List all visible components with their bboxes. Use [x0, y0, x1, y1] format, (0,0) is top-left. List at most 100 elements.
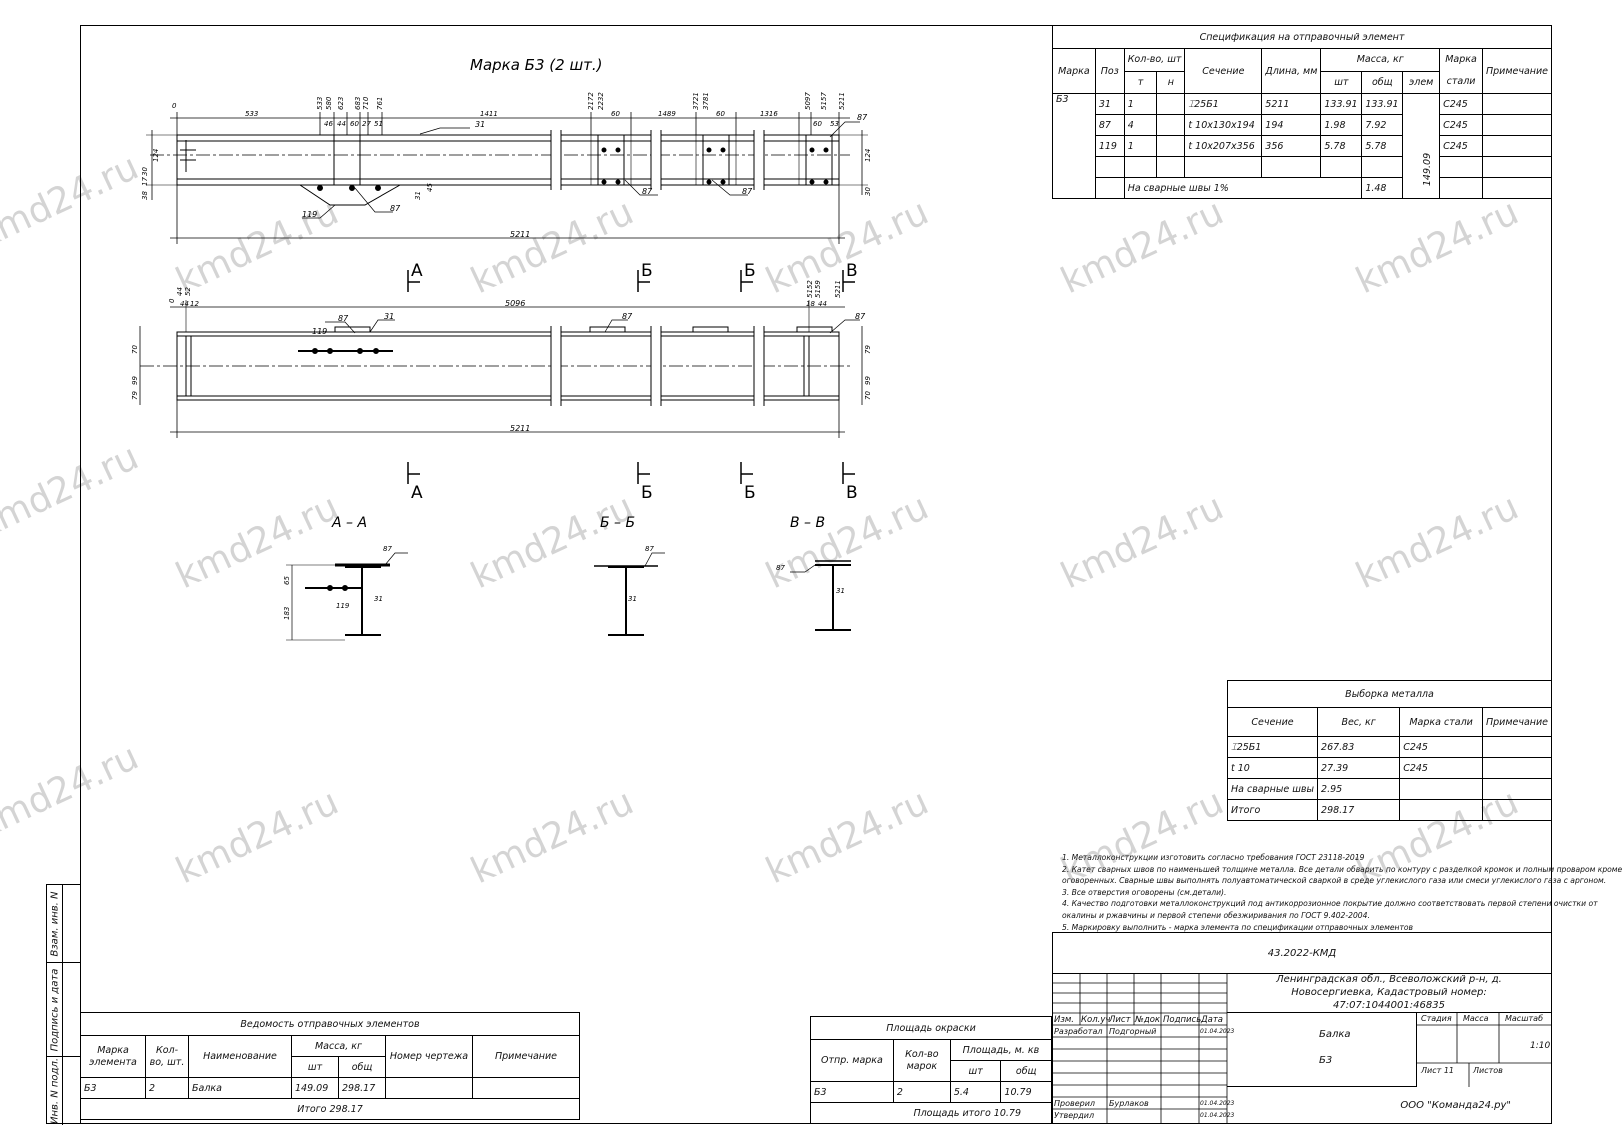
top-dim: 5097	[804, 92, 812, 110]
project-code: 43.2022-КМД	[1053, 933, 1551, 974]
top-dim: 60	[813, 120, 822, 128]
shipping-total: Итого 298.17	[80, 1098, 580, 1120]
title-block: 43.2022-КМД Изм. Кол.уч Лист №док Подпис…	[1052, 932, 1552, 1124]
paint-caption: Площадь окраски	[810, 1016, 1052, 1040]
top-dim: 2232	[597, 92, 605, 110]
plan-dim: 70	[864, 391, 872, 400]
plan-dim: 0	[168, 298, 176, 303]
pos-beam-label: 31	[384, 312, 394, 321]
stamp-scale: 1:10	[1530, 1041, 1551, 1051]
drawing-frame	[80, 25, 1552, 1124]
pos-rib-label: 87	[622, 312, 633, 321]
dim-total-length: 5211	[510, 230, 530, 239]
top-dim: 683	[354, 97, 362, 110]
beam-elevation	[176, 134, 840, 186]
left-dim: 38	[141, 191, 149, 200]
stamp-sheet: Лист 11	[1421, 1066, 1454, 1075]
top-dim: 46	[324, 120, 333, 128]
top-dim: 1411	[480, 110, 498, 118]
top-dim: 761	[376, 97, 384, 110]
note-line: 1. Металлоконструкции изготовить согласн…	[1062, 853, 1365, 862]
left-dim: 30	[864, 187, 872, 196]
plan-dim: 44	[176, 287, 184, 296]
pos-rib-label: 87	[383, 545, 392, 553]
top-dim: 1489	[658, 110, 676, 118]
pos-plate-label: 119	[312, 327, 327, 336]
section-dim: 183	[283, 607, 291, 620]
top-dim: 5157	[820, 92, 828, 110]
drawing-name-cell: Балка Б3	[1227, 1013, 1417, 1087]
section-title-bb: Б – Б	[600, 515, 635, 531]
left-dim: 31	[414, 191, 422, 200]
spec-h-length: Длина, мм	[1261, 48, 1322, 94]
spec-h-sht: шт	[1320, 70, 1363, 94]
top-dim: 710	[362, 96, 370, 110]
top-dim: 580	[325, 96, 333, 110]
general-notes: 1. Металлоконструкции изготовить согласн…	[1062, 852, 1622, 933]
note-line: оговоренных. Сварные швы выполнять полуа…	[1062, 876, 1607, 886]
spec-h-pos: Поз	[1094, 48, 1125, 94]
paint-table: Площадь окраски Отпр. марка Кол-во марок…	[810, 1016, 1053, 1124]
spec-h-section: Сечение	[1184, 48, 1263, 94]
plan-dim: 44	[180, 300, 189, 308]
spec-h-mass: Масса, кг	[1320, 48, 1441, 72]
top-dim: 51	[374, 120, 383, 128]
top-dim: 60	[716, 110, 725, 118]
spec-h-elem: элем	[1402, 70, 1441, 94]
pos-rib-label: 87	[338, 314, 349, 323]
section-mark-b: Б	[641, 261, 653, 281]
stamp-grid	[1053, 973, 1228, 1123]
dim-total-length-plan: 5211	[510, 424, 530, 433]
stamp-checker-name: Бурлаков	[1109, 1099, 1149, 1108]
spec-caption: Спецификация на отправочный элемент	[1052, 25, 1552, 49]
paint-total: Площадь итого 10.79	[810, 1102, 1052, 1124]
pos-rib-label: 87	[776, 564, 785, 572]
section-mark-b: Б	[744, 483, 756, 503]
section-dim: 65	[283, 576, 291, 585]
plan-dim: 44	[818, 300, 827, 308]
pos-rib-label: 87	[742, 187, 753, 196]
plan-dim: 18	[806, 300, 815, 308]
section-mark-v: В	[846, 483, 858, 503]
side-label-inv: Инв. N подл.	[49, 1057, 60, 1125]
pos-beam-label: 31	[628, 595, 637, 603]
plan-dim: 99	[131, 376, 139, 385]
side-label-vzam: Взам. инв. N	[49, 891, 60, 956]
section-mark-a: А	[411, 261, 423, 281]
spec-h-qty: Кол-во, шт	[1123, 48, 1186, 72]
section-mark-b: Б	[744, 261, 756, 281]
pos-rib-label: 87	[645, 545, 654, 553]
spec-h-t: т	[1123, 70, 1158, 94]
top-dim: 2172	[587, 92, 595, 110]
pos-rib-label: 87	[855, 312, 866, 321]
spec-h-note: Примечание	[1481, 48, 1553, 94]
spec-elem-mass: 149.09	[1402, 93, 1441, 199]
pos-rib-label: 87	[390, 204, 401, 213]
spec-weld-label: На сварные швы 1%	[1123, 177, 1363, 199]
stamp-company: ООО "Команда24.ру"	[1400, 1099, 1511, 1111]
spec-mark: Б3	[1052, 93, 1096, 199]
shipping-caption: Ведомость отправочных элементов	[80, 1012, 580, 1036]
pos-rib-label: 87	[857, 113, 868, 122]
top-dim: 53	[830, 120, 839, 128]
top-dim: 623	[337, 97, 345, 110]
stamp-developer-role: Разработал	[1054, 1027, 1103, 1036]
note-line: 2. Катет сварных швов по наименьшей толщ…	[1062, 864, 1622, 874]
stamp-checker-role: Проверил	[1054, 1099, 1096, 1108]
plan-dim: 79	[131, 391, 139, 400]
dim-inner-length: 5096	[505, 299, 525, 308]
top-dim: 533	[245, 110, 258, 118]
top-dim: 0	[172, 102, 177, 110]
spec-h-n: н	[1156, 70, 1186, 94]
plan-dim: 70	[131, 345, 139, 354]
pos-beam-label: 31	[374, 595, 383, 603]
shipping-table: Ведомость отправочных элементов Марка эл…	[80, 1012, 580, 1120]
top-dim: 27	[362, 120, 371, 128]
top-dim: 3721	[692, 92, 700, 110]
stamp-approver-role: Утвердил	[1054, 1111, 1095, 1120]
pos-rib-label: 87	[642, 187, 653, 196]
